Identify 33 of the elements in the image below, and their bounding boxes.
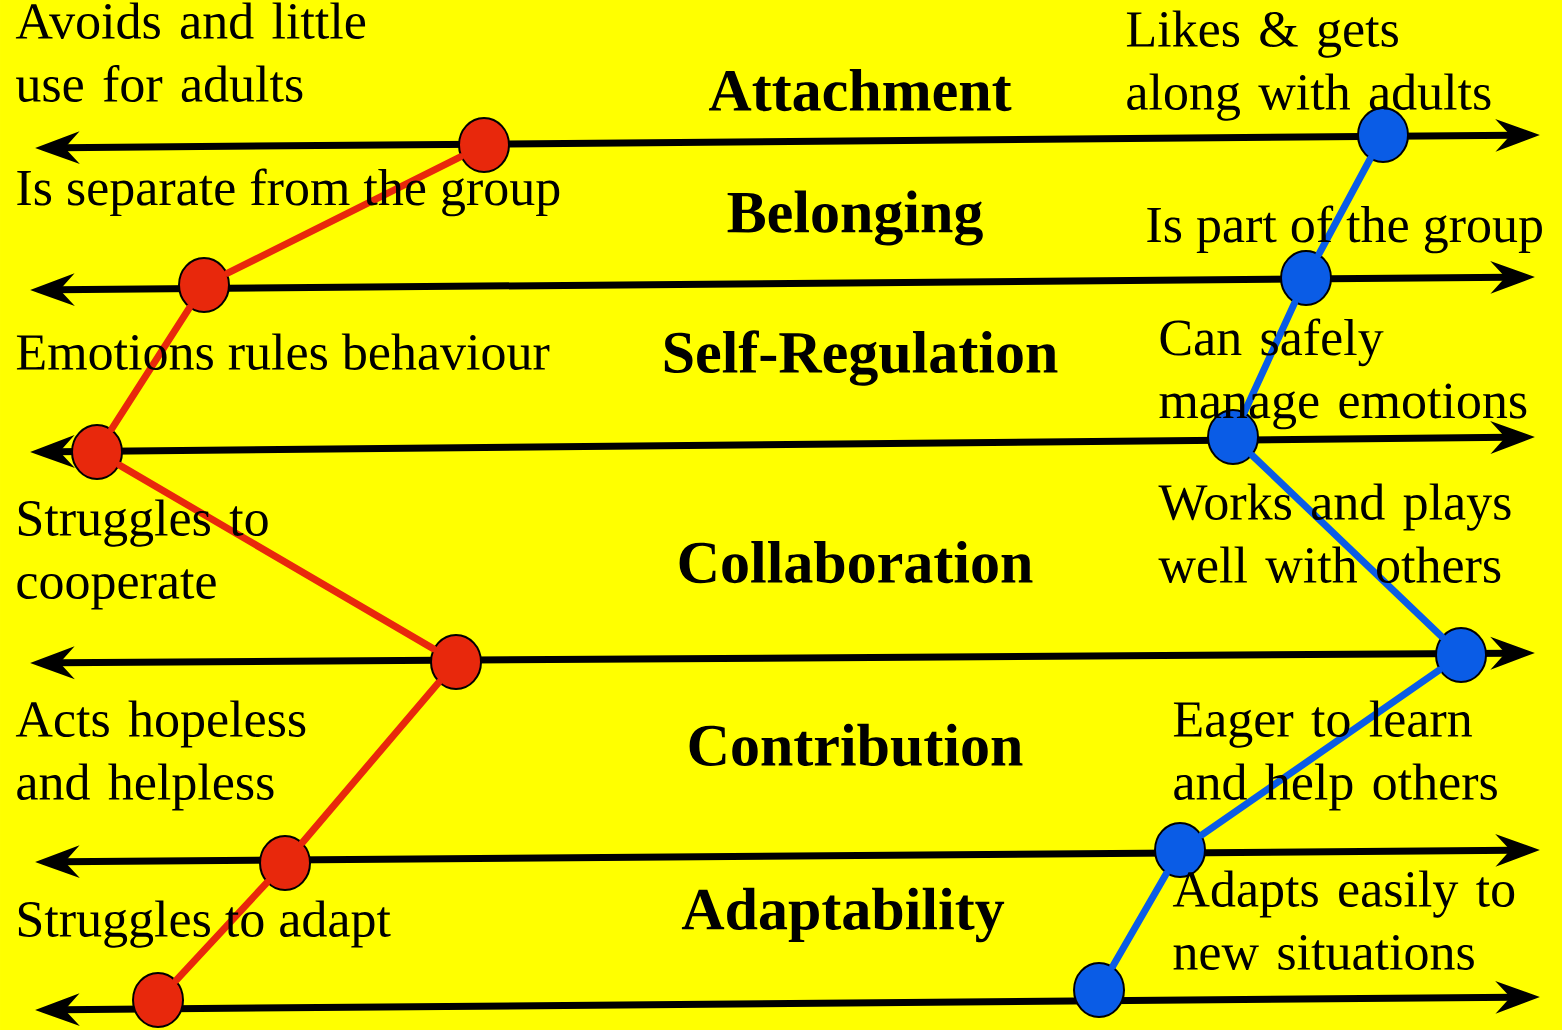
end-label: Acts hopeless and helpless: [15, 700, 306, 811]
point-dot: [458, 117, 510, 173]
connecting-line: [224, 153, 464, 277]
end-label: Eager to learn and help others: [1173, 700, 1497, 811]
point-dot: [1073, 962, 1125, 1018]
point-dot: [71, 424, 123, 480]
point-dot: [430, 634, 482, 690]
connecting-line: [172, 879, 271, 984]
connecting-line: [1315, 155, 1374, 258]
connecting-line: [1198, 666, 1443, 839]
category-heading: Belonging: [727, 190, 983, 246]
category-heading: Contribution: [689, 723, 1023, 767]
end-label: Struggles to cooperate: [17, 499, 268, 610]
end-label: Likes & gets along with adults: [1126, 10, 1491, 121]
end-label: Adapts easily to new situations: [1172, 870, 1515, 970]
category-heading: Attachment: [709, 68, 1012, 112]
connecting-line: [1241, 299, 1298, 416]
point-dot: [132, 972, 184, 1028]
end-label: Avoids and little use for adults: [15, 2, 366, 102]
connecting-line: [1248, 452, 1446, 640]
category-heading: Collaboration: [679, 540, 1033, 584]
point-dot: [259, 835, 311, 891]
connecting-line: [108, 304, 193, 433]
category-heading: Self-Regulation: [664, 330, 1058, 386]
point-dot: [178, 257, 230, 313]
connecting-line: [116, 461, 437, 653]
end-label: Works and plays well with others: [1158, 483, 1511, 583]
point-dot: [1280, 250, 1332, 306]
end-label: Is part of the group: [1147, 205, 1542, 254]
connecting-line: [1109, 870, 1170, 970]
point-dot: [1435, 627, 1487, 683]
connecting-line: [299, 679, 442, 846]
category-heading: Adaptability: [681, 887, 1005, 943]
